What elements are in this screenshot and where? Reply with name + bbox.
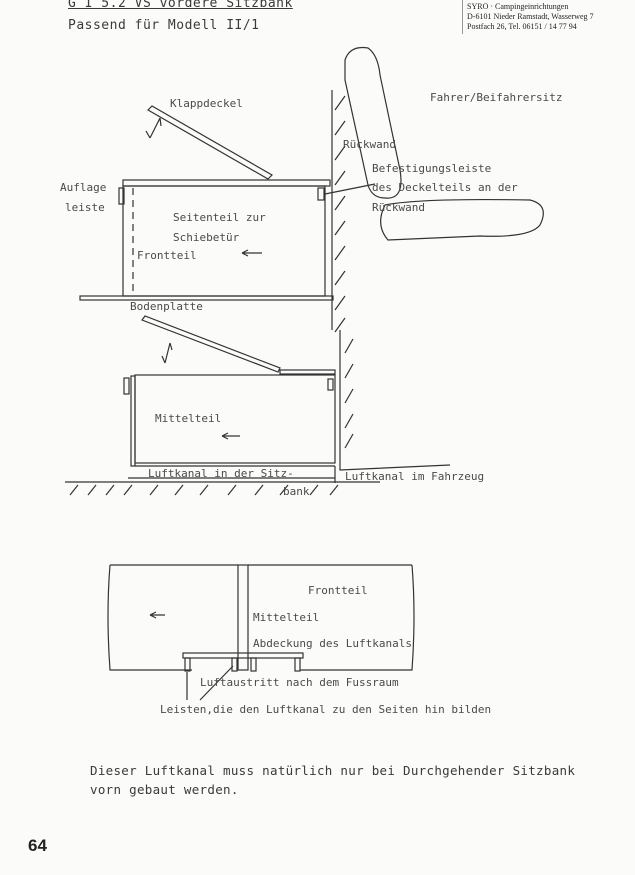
label-mittelteil: Mittelteil	[155, 412, 221, 425]
label-leisten: Leisten,die den Luftkanal zu den Seiten …	[160, 703, 491, 716]
lid-flap	[141, 315, 281, 373]
label-frontteil: Frontteil	[308, 584, 368, 597]
panel-outline	[107, 564, 415, 671]
label-befestigung: des Deckelteils an der	[372, 181, 518, 194]
lid-arrow-icon	[145, 117, 162, 139]
stamp-line: D-6101 Nieder Ramstadt, Wasserweg 7	[467, 12, 594, 21]
top-diagram: Klappdeckel Fahrer/Beifahrersitz Rückwan…	[60, 46, 562, 333]
label-befestigung: Befestigungsleiste	[372, 162, 491, 175]
label-fahrer: Fahrer/Beifahrersitz	[430, 91, 562, 104]
bottom-diagram: Frontteil Mittelteil Abdeckung des Luftk…	[107, 564, 491, 716]
base-plate	[79, 295, 334, 301]
label-auflage: leiste	[65, 201, 105, 214]
page-number: 64	[28, 836, 47, 855]
label-seitenteil: Schiebetür	[173, 231, 240, 244]
arrow-left-icon	[241, 249, 262, 257]
label-rueckwand: Rückwand	[343, 138, 396, 151]
middle-diagram: Mittelteil Luftkanal in der Sitz- bank L…	[65, 315, 484, 498]
label-auflage: Auflage	[60, 181, 106, 194]
lid-fixed	[279, 369, 336, 375]
side-strip	[294, 657, 301, 672]
lid-top	[122, 179, 331, 187]
mount-strip	[327, 378, 334, 391]
support-strip	[123, 377, 130, 395]
page-subtitle: Passend für Modell II/1	[68, 18, 260, 33]
center-post	[237, 564, 249, 671]
support-strip	[118, 187, 125, 205]
mount-strip	[317, 187, 325, 201]
leader-line	[324, 183, 376, 195]
page-title: G I 5.2 VS vordere Sitzbank	[68, 0, 293, 11]
label-luftaustritt: Luftaustritt nach dem Fussraum	[200, 676, 399, 689]
side-strip	[184, 657, 191, 672]
channel-cover	[182, 652, 304, 659]
label-befestigung: Rückwand	[372, 201, 425, 214]
label-klappdeckel: Klappdeckel	[170, 97, 243, 110]
body-text: Dieser Luftkanal muss natürlich nur bei …	[90, 763, 576, 778]
body-text: vorn gebaut werden.	[90, 782, 239, 797]
wall-hatch	[344, 338, 354, 449]
label-abdeckung: Abdeckung des Luftkanals	[253, 637, 412, 650]
stamp-divider	[462, 0, 463, 34]
stamp-line: SYRO · Campingeinrichtungen	[467, 2, 569, 11]
label-luftkanal-fahrzeug: Luftkanal im Fahrzeug	[345, 470, 484, 483]
stamp-line: Postfach 26, Tel. 06151 / 14 77 94	[467, 22, 577, 31]
label-mittelteil: Mittelteil	[253, 611, 319, 624]
vehicle-wall	[339, 330, 451, 471]
arrow-left-icon	[221, 432, 240, 440]
floor-hatch	[69, 484, 339, 496]
company-stamp: SYRO · Campingeinrichtungen D-6101 Niede…	[467, 2, 594, 32]
lid-arrow-icon	[161, 342, 173, 364]
label-seitenteil: Seitenteil zur	[173, 211, 266, 224]
seat-backrest	[344, 46, 402, 199]
wall-hatch	[334, 95, 346, 333]
leader-lines	[186, 665, 234, 701]
side-strip	[250, 657, 257, 672]
seat-cushion	[380, 198, 544, 241]
arrow-left-icon	[149, 611, 165, 619]
label-luftkanal-sitz: bank	[283, 485, 310, 498]
label-luftkanal-sitz: Luftkanal in der Sitz-	[148, 467, 294, 480]
side-strip	[231, 657, 238, 672]
label-frontteil: Frontteil	[137, 249, 197, 262]
lid-flap	[147, 105, 273, 180]
label-bodenplatte: Bodenplatte	[130, 300, 203, 313]
front-panel	[130, 375, 136, 467]
